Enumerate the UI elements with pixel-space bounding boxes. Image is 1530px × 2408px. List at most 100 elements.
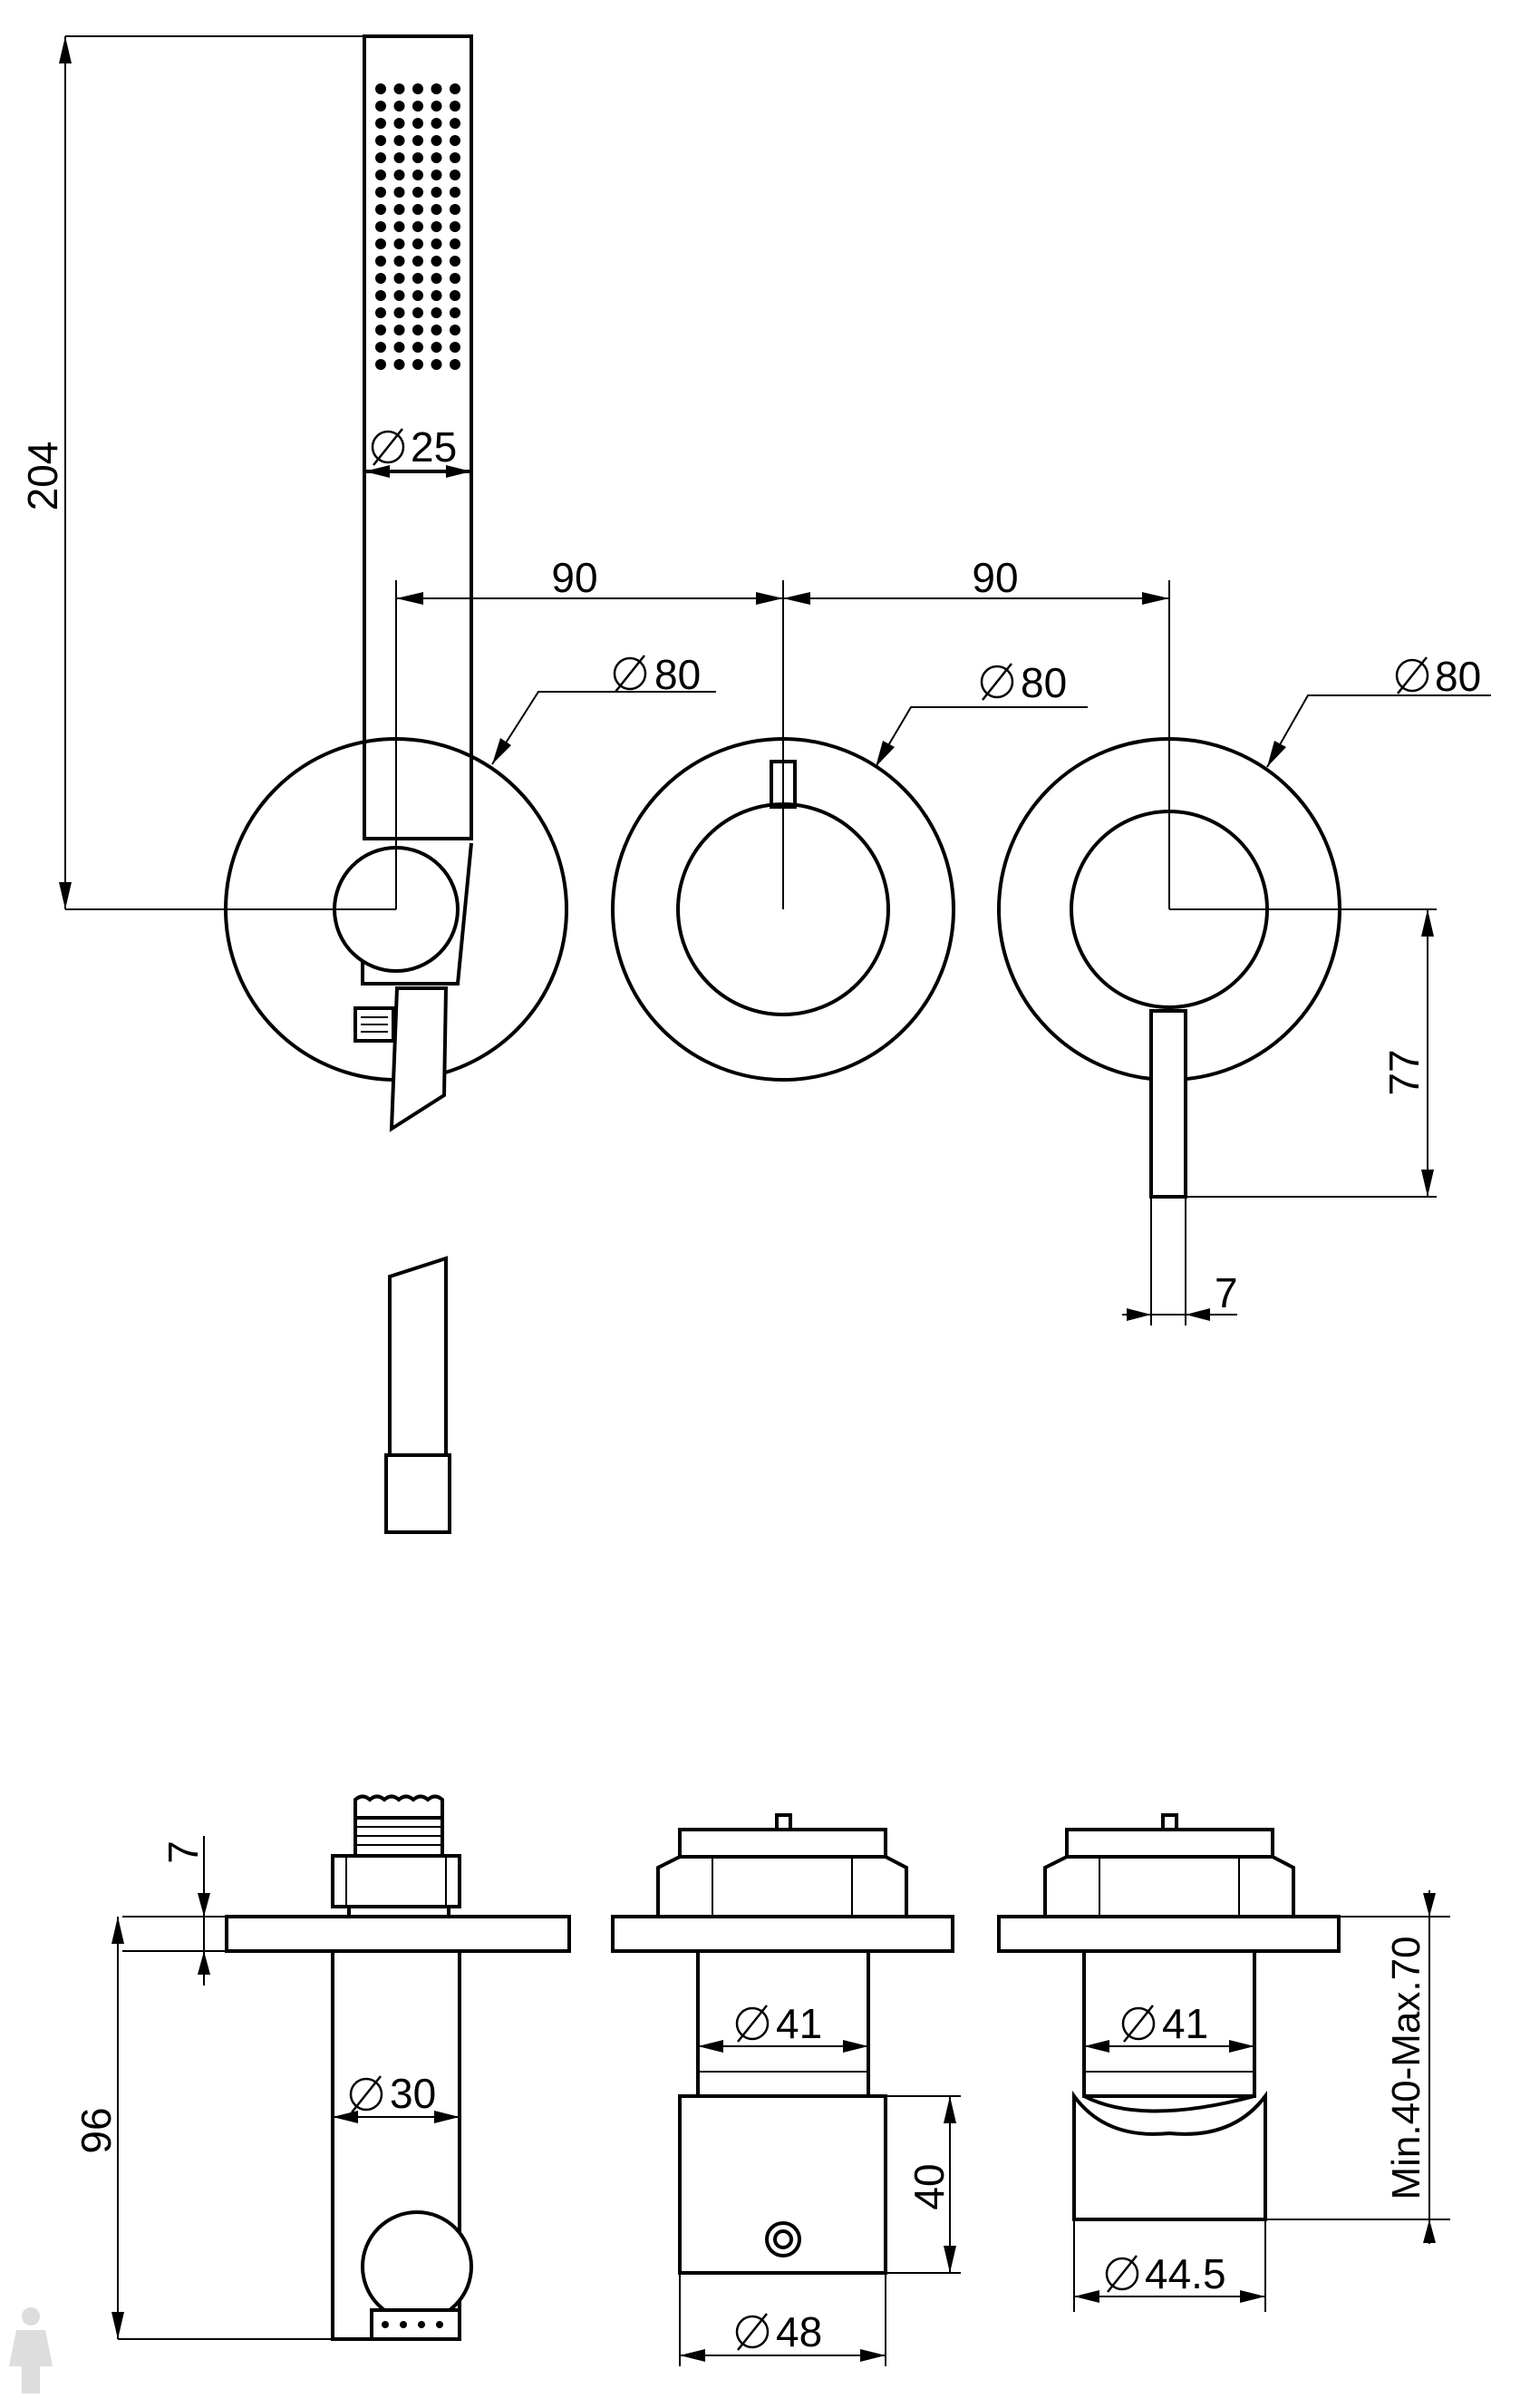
- nozzle-dot: [412, 290, 423, 301]
- nozzle-dot: [375, 290, 386, 301]
- nozzle-dot: [431, 170, 442, 180]
- nozzle-dot: [431, 152, 442, 163]
- nozzle-dot: [450, 187, 460, 198]
- dim-40: 40: [886, 2095, 961, 2274]
- nozzle-dot: [393, 359, 405, 370]
- nozzle-dot: [393, 170, 405, 180]
- nozzle-dot: [431, 342, 442, 353]
- nozzle-dot: [412, 204, 423, 215]
- dim-7-plate: 7: [122, 1836, 227, 1986]
- diameter-symbol: [371, 430, 405, 464]
- nozzle-dot: [412, 101, 423, 112]
- nozzle-dot: [375, 204, 386, 215]
- nozzle-dot: [393, 307, 405, 318]
- nozzle-dot: [431, 118, 442, 129]
- dim-diameter-80-middle: 80: [875, 659, 1088, 768]
- dim-40-label: 40: [905, 2163, 953, 2209]
- shower-nozzle-grid: [375, 83, 460, 370]
- nozzle-dot: [375, 342, 386, 353]
- nozzle-dot: [450, 290, 460, 301]
- dim-204: 204: [19, 35, 364, 909]
- watermark-figure: [9, 2307, 53, 2393]
- nozzle-dot: [412, 83, 423, 94]
- nozzle-dot: [450, 118, 460, 129]
- nozzle-dot: [412, 325, 423, 335]
- dim-diameter-25: 25: [364, 423, 471, 478]
- nozzle-dot: [375, 238, 386, 249]
- nozzle-dot: [450, 238, 460, 249]
- nozzle-dot: [393, 187, 405, 198]
- nozzle-dot: [431, 83, 442, 94]
- nozzle-dot: [450, 152, 460, 163]
- nozzle-dot: [393, 135, 405, 146]
- dim-diameter-80-left: 80: [491, 651, 716, 765]
- dim-96-label: 96: [73, 2107, 120, 2153]
- dim-48-label: 48: [776, 2308, 822, 2355]
- nozzle-dot: [412, 187, 423, 198]
- dim-wall-depth-label: Min.40-Max.70: [1384, 1936, 1428, 2199]
- nozzle-dot: [393, 238, 405, 249]
- nozzle-dot: [375, 273, 386, 284]
- side-view-diverter: [611, 1813, 954, 2275]
- nozzle-dot: [375, 101, 386, 112]
- dim-spacing: 90 90: [396, 554, 1169, 605]
- nozzle-dot: [412, 135, 423, 146]
- nozzle-dot: [375, 307, 386, 318]
- dim-80-middle-label: 80: [1021, 659, 1067, 706]
- dim-diameter-80-right: 80: [1266, 653, 1491, 768]
- nozzle-dot: [450, 135, 460, 146]
- dim-90-right-label: 90: [972, 554, 1018, 601]
- dim-7-lever-label: 7: [1215, 1269, 1238, 1316]
- nozzle-dot: [431, 359, 442, 370]
- nozzle-dot: [393, 342, 405, 353]
- nozzle-dot: [375, 83, 386, 94]
- nozzle-dot: [412, 238, 423, 249]
- dim-diameter-41-right: 41: [1084, 2000, 1254, 2053]
- dim-diameter-30: 30: [333, 2070, 460, 2123]
- nozzle-dot: [431, 221, 442, 232]
- nozzle-dot: [431, 101, 442, 112]
- nozzle-dot: [450, 359, 460, 370]
- dim-diameter-48: 48: [679, 2273, 886, 2366]
- nozzle-dot: [393, 152, 405, 163]
- nozzle-dot: [431, 135, 442, 146]
- nozzle-dot: [431, 325, 442, 335]
- dim-80-left-label: 80: [654, 651, 701, 698]
- nozzle-dot: [450, 204, 460, 215]
- dim-7-plate-label: 7: [160, 1840, 207, 1864]
- nozzle-dot: [412, 221, 423, 232]
- hand-shower: [363, 34, 473, 840]
- nozzle-dot: [450, 307, 460, 318]
- nozzle-dot: [450, 325, 460, 335]
- dim-7-lever: 7: [1122, 1197, 1238, 1325]
- nozzle-dot: [375, 221, 386, 232]
- dim-diameter-44-5: 44.5: [1073, 2219, 1266, 2312]
- nozzle-dot: [393, 83, 405, 94]
- nozzle-dot: [450, 342, 460, 353]
- nozzle-dot: [431, 204, 442, 215]
- nozzle-dot: [412, 118, 423, 129]
- nozzle-dot: [375, 152, 386, 163]
- nozzle-dot: [375, 187, 386, 198]
- nozzle-dot: [431, 307, 442, 318]
- dim-80-right-label: 80: [1435, 653, 1481, 700]
- dim-wall-depth: Min.40-Max.70: [1265, 1890, 1450, 2244]
- nozzle-dot: [375, 256, 386, 267]
- dim-diameter-41-middle: 41: [698, 2000, 868, 2053]
- nozzle-dot: [431, 273, 442, 284]
- nozzle-dot: [393, 256, 405, 267]
- side-view-outlet: [225, 1794, 571, 2341]
- nozzle-dot: [412, 256, 423, 267]
- nozzle-dot: [412, 359, 423, 370]
- nozzle-dot: [431, 290, 442, 301]
- dim-44-5-label: 44.5: [1145, 2250, 1226, 2297]
- nozzle-dot: [375, 135, 386, 146]
- nozzle-dot: [393, 221, 405, 232]
- nozzle-dot: [450, 101, 460, 112]
- dim-25-label: 25: [411, 423, 457, 471]
- nozzle-dot: [393, 273, 405, 284]
- dim-90-left-label: 90: [551, 554, 597, 601]
- nozzle-dot: [431, 256, 442, 267]
- nozzle-dot: [393, 325, 405, 335]
